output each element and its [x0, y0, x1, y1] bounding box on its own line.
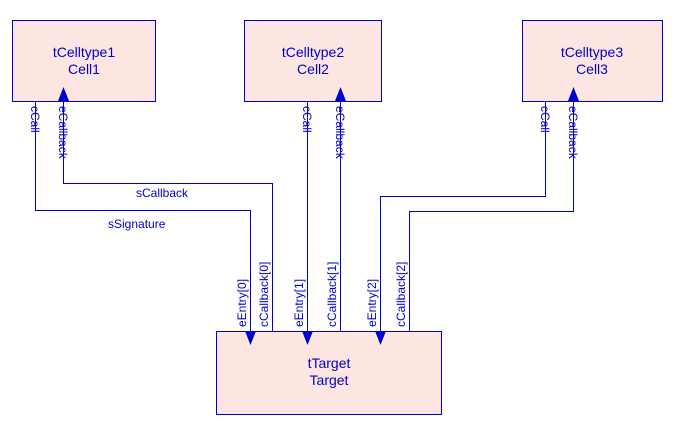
cell1-type: tCelltype1	[53, 44, 115, 60]
signature-callback-label: sCallback	[136, 186, 189, 200]
target-port-entry0: eEntry[0]	[235, 279, 249, 327]
target-name: Target	[310, 372, 349, 388]
cell2-call-label: cCall	[300, 106, 314, 133]
target-box[interactable]: tTarget Target	[216, 331, 442, 415]
wire-cell1-callback	[63, 101, 273, 331]
target-port-entry2: eEntry[2]	[365, 279, 379, 327]
target-port-callback1: cCallback[1]	[325, 262, 339, 327]
cell2-name: Cell2	[297, 61, 329, 77]
cell3-call-label: cCall	[538, 106, 552, 133]
wire-cell3-callback	[409, 101, 574, 331]
arrowhead-cell3-callback	[568, 87, 579, 101]
target-port-callback0: cCallback[0]	[257, 262, 271, 327]
wire-cell3-call	[380, 101, 546, 331]
cell2-callback-label: eCallback	[333, 106, 347, 160]
target-type: tTarget	[308, 355, 351, 371]
cell2-type: tCelltype2	[282, 44, 344, 60]
cell1-box[interactable]: tCelltype1 Cell1	[12, 20, 156, 102]
target-port-callback2: cCallback[2]	[394, 262, 408, 327]
cell1-call-label: cCall	[28, 106, 42, 133]
arrowhead-entry0	[245, 331, 256, 345]
cell3-callback-label: eCallback	[566, 106, 580, 160]
arrowhead-entry1	[302, 331, 313, 345]
arrowhead-cell1-callback	[58, 87, 69, 101]
cell3-box[interactable]: tCelltype3 Cell3	[522, 20, 663, 102]
cell2-box[interactable]: tCelltype2 Cell2	[244, 20, 382, 102]
cell1-name: Cell1	[68, 61, 100, 77]
cell3-type: tCelltype3	[561, 44, 623, 60]
signature-main-label: sSignature	[108, 217, 166, 231]
arrowhead-entry2	[375, 331, 386, 345]
target-port-entry1: eEntry[1]	[292, 279, 306, 327]
wire-cell1-call	[35, 101, 251, 331]
cell3-name: Cell3	[576, 61, 608, 77]
arrowhead-cell2-callback	[335, 87, 346, 101]
cell1-callback-label: eCallback	[56, 106, 70, 160]
